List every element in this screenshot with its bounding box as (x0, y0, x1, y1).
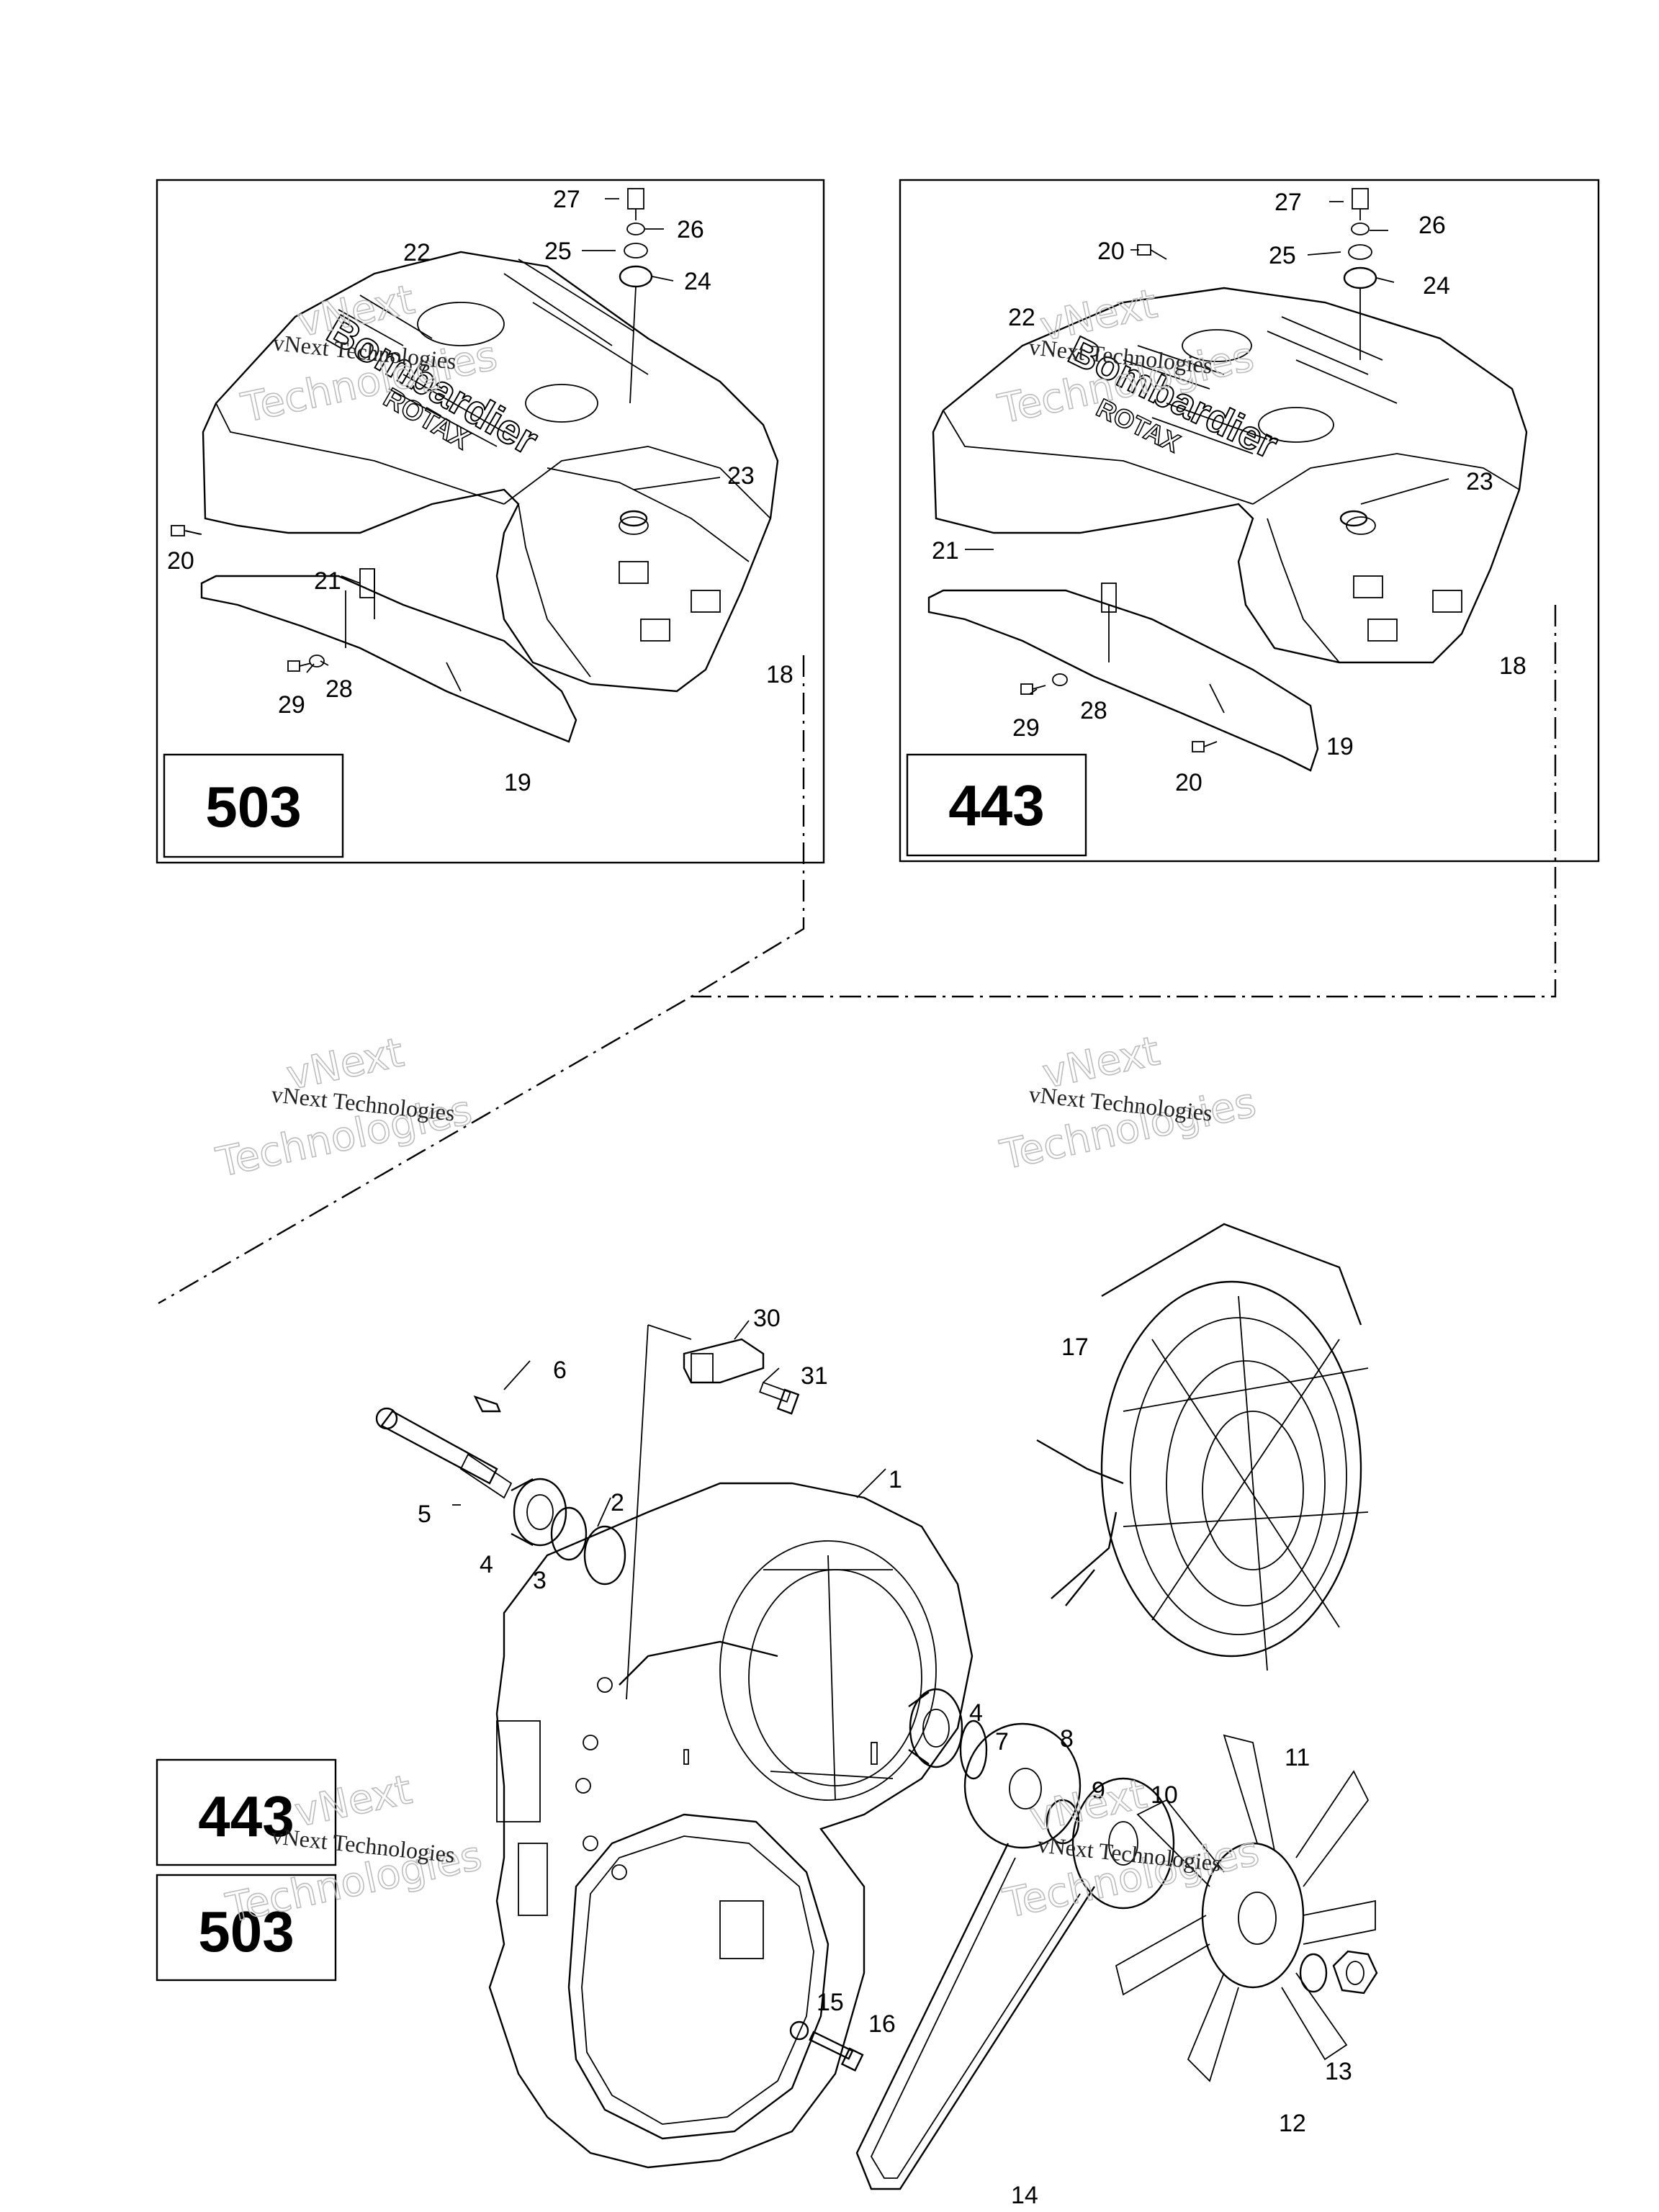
model-label-443: 443 (198, 1784, 294, 1848)
callout-13: 13 (1325, 2058, 1352, 2085)
callout-26: 26 (1419, 212, 1446, 239)
fan-guard-part-17 (1036, 1223, 1369, 1671)
callout-5: 5 (418, 1501, 431, 1528)
callout-2: 2 (611, 1489, 624, 1516)
model-label-503: 503 (198, 1899, 294, 1964)
washer-part-13 (1299, 1953, 1328, 1993)
key-part-6 (473, 1395, 501, 1413)
pulley-half-part-8 (963, 1722, 1082, 1849)
panel-frame (899, 179, 1600, 863)
fan-housing-part-1 (488, 1482, 974, 2169)
callout-7: 7 (995, 1728, 1009, 1755)
washer-part-15 (789, 2020, 809, 2041)
callout-22: 22 (1008, 304, 1035, 331)
panel-503-fan-cover: Bombardier ROTAX (156, 179, 825, 864)
callouts-main: 30 31 6 17 1 2 5 4 3 4 7 8 9 10 11 15 16… (418, 1305, 1352, 2209)
callout-24: 24 (684, 268, 711, 295)
callout-20: 20 (1097, 238, 1125, 265)
pulley-half-part-10 (1071, 1777, 1175, 1910)
model-box-503 (163, 753, 344, 858)
callout-4: 4 (969, 1699, 983, 1727)
callout-9: 9 (1092, 1777, 1105, 1804)
callout-18: 18 (766, 661, 793, 688)
callout-29: 29 (278, 691, 305, 719)
callout-23: 23 (727, 462, 755, 490)
callout-10: 10 (1151, 1781, 1178, 1809)
deflector-bracket-drawing (927, 583, 1319, 772)
bearing-part-4 (511, 1478, 567, 1547)
model-label-443: 443 (948, 773, 1044, 837)
bearing-part-4b (908, 1688, 963, 1768)
callout-21: 21 (314, 567, 341, 595)
model-box-443 (906, 753, 1087, 857)
callout-8: 8 (1060, 1725, 1074, 1753)
callout-26: 26 (677, 216, 704, 243)
shim-part-9 (1046, 1799, 1080, 1845)
small-screw-20 (1137, 244, 1167, 260)
callout-19: 19 (504, 769, 531, 796)
callout-18: 18 (1499, 652, 1527, 680)
callout-25: 25 (1269, 242, 1296, 269)
callout-28: 28 (325, 675, 353, 703)
reference-line-443 (691, 605, 1557, 998)
callouts-top-left: 27 26 25 24 22 23 20 21 29 28 18 19 (167, 186, 793, 796)
model-box-443 (156, 1758, 337, 1866)
callout-17: 17 (1061, 1334, 1089, 1361)
callout-24: 24 (1423, 272, 1450, 300)
screw-washer-28-29 (287, 655, 325, 672)
screw-washer-28-29 (1020, 673, 1068, 695)
callout-29: 29 (1012, 714, 1040, 742)
shaft-part-5 (375, 1407, 513, 1499)
callout-15: 15 (817, 1989, 844, 2016)
screw-part-31 (759, 1381, 800, 1415)
model-box-503 (156, 1874, 337, 1982)
panel-frame (156, 179, 825, 864)
callout-6: 6 (553, 1357, 567, 1384)
leader-bracket-30 (626, 1324, 692, 1700)
callout-11: 11 (1285, 1744, 1310, 1771)
callout-22: 22 (403, 239, 431, 266)
callout-27: 27 (553, 186, 580, 213)
callout-4: 4 (480, 1551, 493, 1578)
callout-16: 16 (868, 2010, 896, 2038)
circlip-part-3 (550, 1506, 588, 1561)
callout-27: 27 (1274, 189, 1302, 216)
callout-20: 20 (167, 547, 194, 575)
svg-text:vNext: vNext (1025, 1771, 1151, 1841)
drive-belt-part-14 (855, 1843, 1096, 2190)
callout-31: 31 (801, 1362, 828, 1390)
model-label-503: 503 (205, 775, 301, 839)
watermark-bottom-right: vNext Technologies (999, 1770, 1264, 1928)
clip-part-30 (683, 1338, 765, 1384)
callout-30: 30 (753, 1305, 781, 1332)
nut-part-12 (1332, 1950, 1378, 1995)
retaining-ring-part-2 (583, 1525, 626, 1586)
callout-12: 12 (1279, 2110, 1306, 2137)
reference-line-503 (158, 655, 805, 1305)
callout-21: 21 (932, 537, 959, 565)
callout-3: 3 (533, 1567, 547, 1594)
callout-19: 19 (1326, 733, 1354, 760)
callouts-top-right: 27 26 25 24 20 22 23 21 18 29 28 19 20 (932, 189, 1527, 796)
callout-1: 1 (889, 1466, 902, 1493)
callout-20: 20 (1175, 769, 1202, 796)
callout-14: 14 (1011, 2182, 1038, 2209)
fan-cover-drawing: Bombardier ROTAX (202, 251, 779, 693)
callout-23: 23 (1466, 468, 1493, 495)
fan-part-11-12 (1115, 1734, 1376, 2082)
spacer-part-7 (959, 1719, 988, 1780)
deflector-bracket-drawing (200, 568, 577, 743)
bolt-part-16 (809, 2031, 864, 2072)
callout-28: 28 (1080, 697, 1107, 724)
panel-443-fan-cover: Bombardier ROTAX (899, 179, 1600, 863)
callout-25: 25 (544, 238, 572, 265)
fastener-stack (1339, 188, 1377, 527)
fastener-stack (619, 188, 653, 527)
small-screw-20-lower (1192, 741, 1218, 752)
